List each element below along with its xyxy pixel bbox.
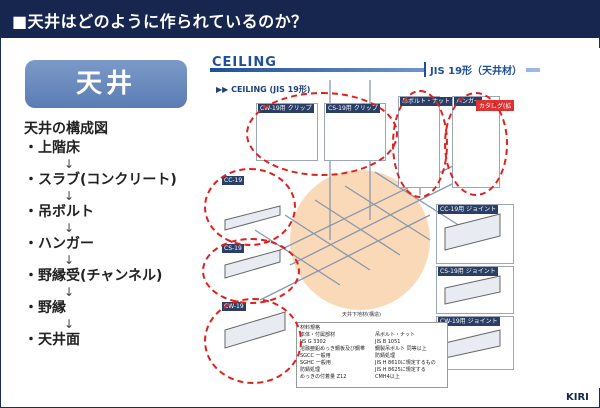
structure-list: 天井の構成図 ・上階床 ↓ ・スラブ(コンクリート) ↓ ・吊ボルト ↓ ・ハン… bbox=[24, 118, 204, 349]
spec-cell: 材料規格 bbox=[300, 325, 321, 331]
spec-cell: SGHC 一般用 bbox=[300, 360, 331, 366]
spec-table: 材料規格 本体・付属部材 JIS G 3302 溶融亜鉛めっき鋼板及び鋼帯 SG… bbox=[296, 322, 448, 388]
list-item: ・吊ボルト bbox=[24, 204, 94, 220]
joint-cc19-box bbox=[436, 204, 514, 264]
spec-cell: JIS B 1051 bbox=[375, 339, 401, 345]
diagram-caption: 天井下地材(構造) bbox=[342, 312, 381, 318]
list-item: ・野縁 bbox=[24, 300, 66, 316]
highlight-oval-cw19 bbox=[204, 298, 302, 384]
spec-cell: 防錆処理 bbox=[300, 367, 321, 373]
spec-cell: CMH4以上 bbox=[375, 374, 400, 380]
spec-cell: 防錆処理 bbox=[375, 353, 396, 359]
highlight-oval-cc19 bbox=[204, 168, 296, 246]
list-item: ・上階床 bbox=[24, 140, 80, 156]
spec-cell: SGCC 一般用 bbox=[300, 353, 331, 359]
list-item: ・野縁受(チャンネル) bbox=[24, 268, 163, 284]
highlight-oval-clips bbox=[246, 92, 398, 176]
spec-cell: JIS H 8610に規定するもの bbox=[375, 360, 436, 366]
down-arrow-icon: ↓ bbox=[64, 285, 75, 299]
slide-header: ■天井はどのように作られているのか？ bbox=[0, 0, 600, 38]
catalog-title: CEILING bbox=[212, 55, 277, 70]
title-underline bbox=[210, 68, 540, 72]
joint-cw19-label: CW-19用 ジョイント bbox=[438, 317, 500, 326]
list-item: ・天井面 bbox=[24, 332, 80, 348]
highlight-oval-bolt bbox=[392, 90, 448, 198]
catalog-subtitle: ▶▶ CEILING (JIS 19形) bbox=[216, 85, 311, 94]
spec-cell: JIS G 3302 bbox=[300, 339, 326, 345]
highlight-oval-hanger bbox=[444, 92, 508, 196]
spec-cell: JIS H 8625に規定する bbox=[375, 367, 426, 373]
down-arrow-icon: ↓ bbox=[64, 157, 75, 171]
joint-cs19-label: CS-19用 ジョイント bbox=[438, 267, 498, 276]
topic-pill: 天井 bbox=[25, 60, 187, 108]
spec-cell: 鋼製吊ボルト 同等以上 bbox=[375, 346, 427, 352]
list-item: ・スラブ(コンクリート) bbox=[24, 172, 177, 188]
spec-cell: 本体・付属部材 bbox=[300, 332, 336, 338]
down-arrow-icon: ↓ bbox=[64, 221, 75, 235]
diagram-background bbox=[290, 170, 430, 310]
list-heading: 天井の構成図 bbox=[24, 121, 108, 137]
spec-cell: 溶融亜鉛めっき鋼板及び鋼帯 bbox=[300, 346, 366, 352]
list-item: ・ハンガー bbox=[24, 236, 94, 252]
highlight-oval-cs19 bbox=[202, 238, 300, 304]
down-arrow-icon: ↓ bbox=[64, 189, 75, 203]
joint-cc19-label: CC-19用 ジョイント bbox=[438, 205, 499, 214]
brand-logo: KIRI bbox=[566, 392, 589, 403]
slide-title: ■天井はどのように作られているのか？ bbox=[12, 12, 308, 31]
down-arrow-icon: ↓ bbox=[64, 253, 75, 267]
jis-label: JIS 19形（天井材） bbox=[424, 62, 527, 77]
joint-cs19-box bbox=[436, 266, 514, 314]
spec-cell: めっきの付着量 Z12 bbox=[300, 374, 347, 380]
spec-cell: 吊ボルト・ナット bbox=[375, 332, 416, 338]
down-arrow-icon: ↓ bbox=[64, 317, 75, 331]
